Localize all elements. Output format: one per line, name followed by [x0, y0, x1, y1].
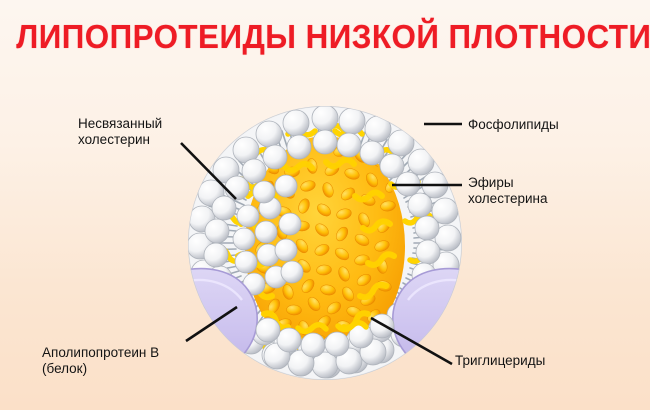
label-phospholipids: Фосфолипиды	[468, 117, 559, 132]
label-triglycerides: Триглицериды	[455, 353, 546, 368]
page-title: ЛИПОПРОТЕИДЫ НИЗКОЙ ПЛОТНОСТИ	[16, 18, 650, 55]
label-unbound-cholesterol: Несвязанный холестерин	[78, 116, 163, 147]
ldl-particle-diagram	[186, 104, 464, 382]
label-cholesteryl-esters: Эфиры холестерина	[468, 175, 548, 206]
label-apolipoprotein-b: Аполипопротеин В (белок)	[42, 345, 160, 376]
